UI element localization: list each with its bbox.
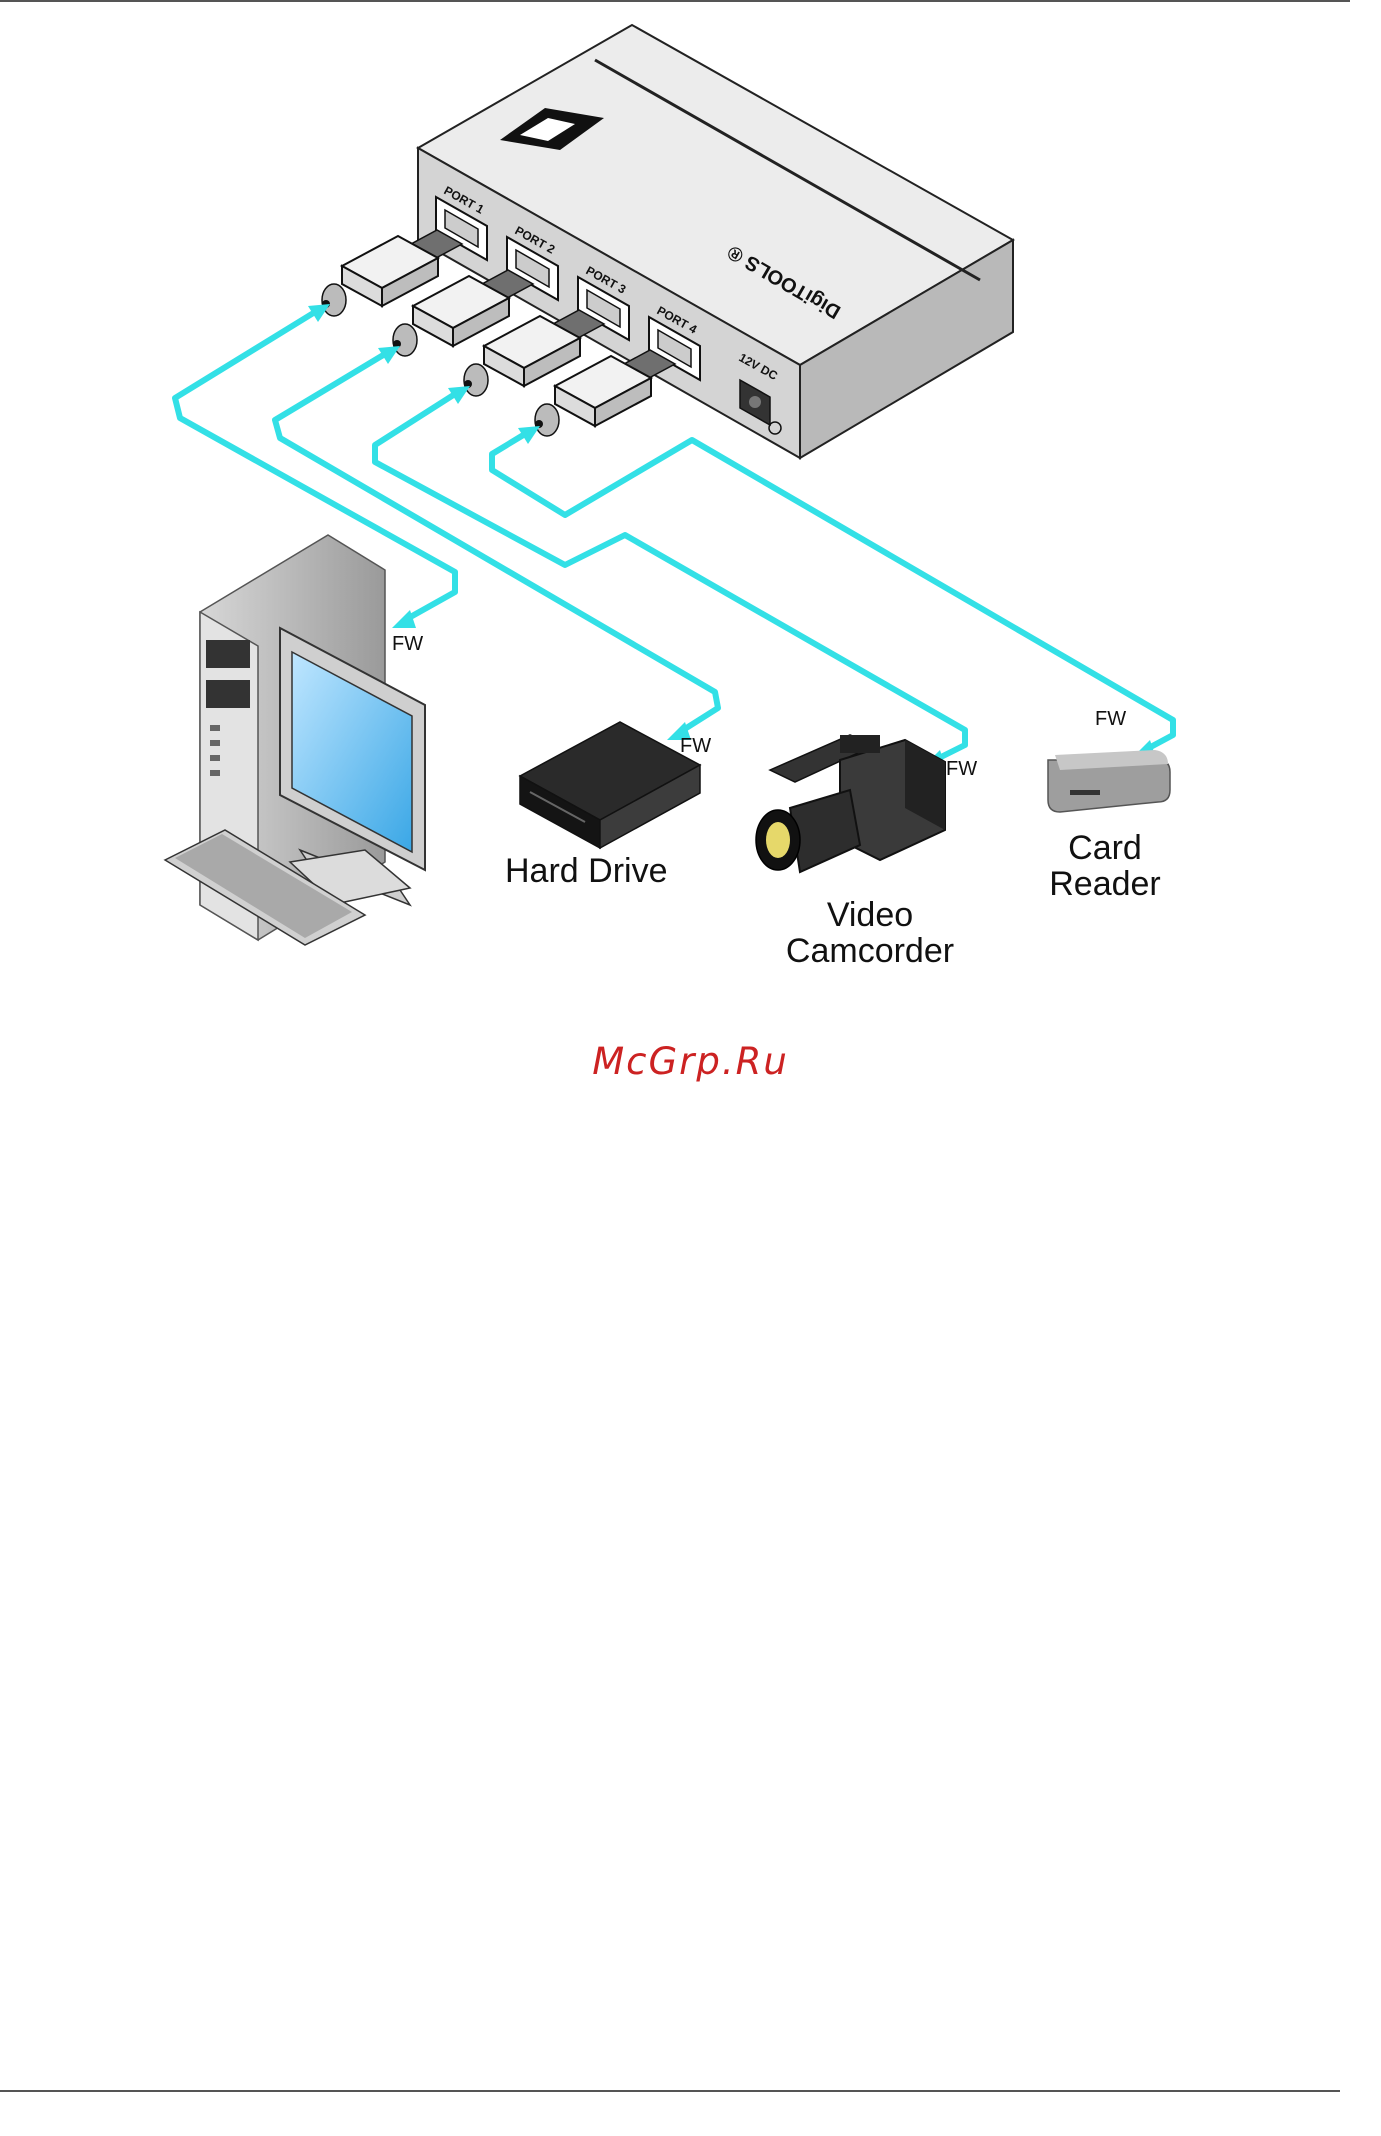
hard-drive-illustration [520,722,700,848]
label-video: Video [785,897,955,933]
fw-label-cardreader: FW [1095,708,1126,731]
bottom-rule [0,2090,1340,2092]
watermark: McGrp.Ru [0,1040,1381,1083]
cable-port4-cardreader [492,434,1173,750]
label-card: Card [1040,830,1170,866]
camcorder-illustration [756,735,945,872]
fw-label-computer: FW [392,633,423,656]
cable-port3-camcorder [375,394,965,760]
card-reader-illustration [1048,750,1170,812]
label-camcorder: Camcorder [775,933,965,969]
connection-diagram: DigiTOOLS ® PORT 1 PORT 2 PORT 3 PORT 4 [0,0,1381,1000]
firewire-hub: DigiTOOLS ® PORT 1 PORT 2 PORT 3 PORT 4 [418,25,1013,458]
label-hard-drive: Hard Drive [505,853,667,889]
computer-illustration [165,535,425,945]
fw-label-harddrive: FW [680,735,711,758]
label-reader: Reader [1030,866,1180,902]
fw-label-camcorder: FW [946,758,977,781]
